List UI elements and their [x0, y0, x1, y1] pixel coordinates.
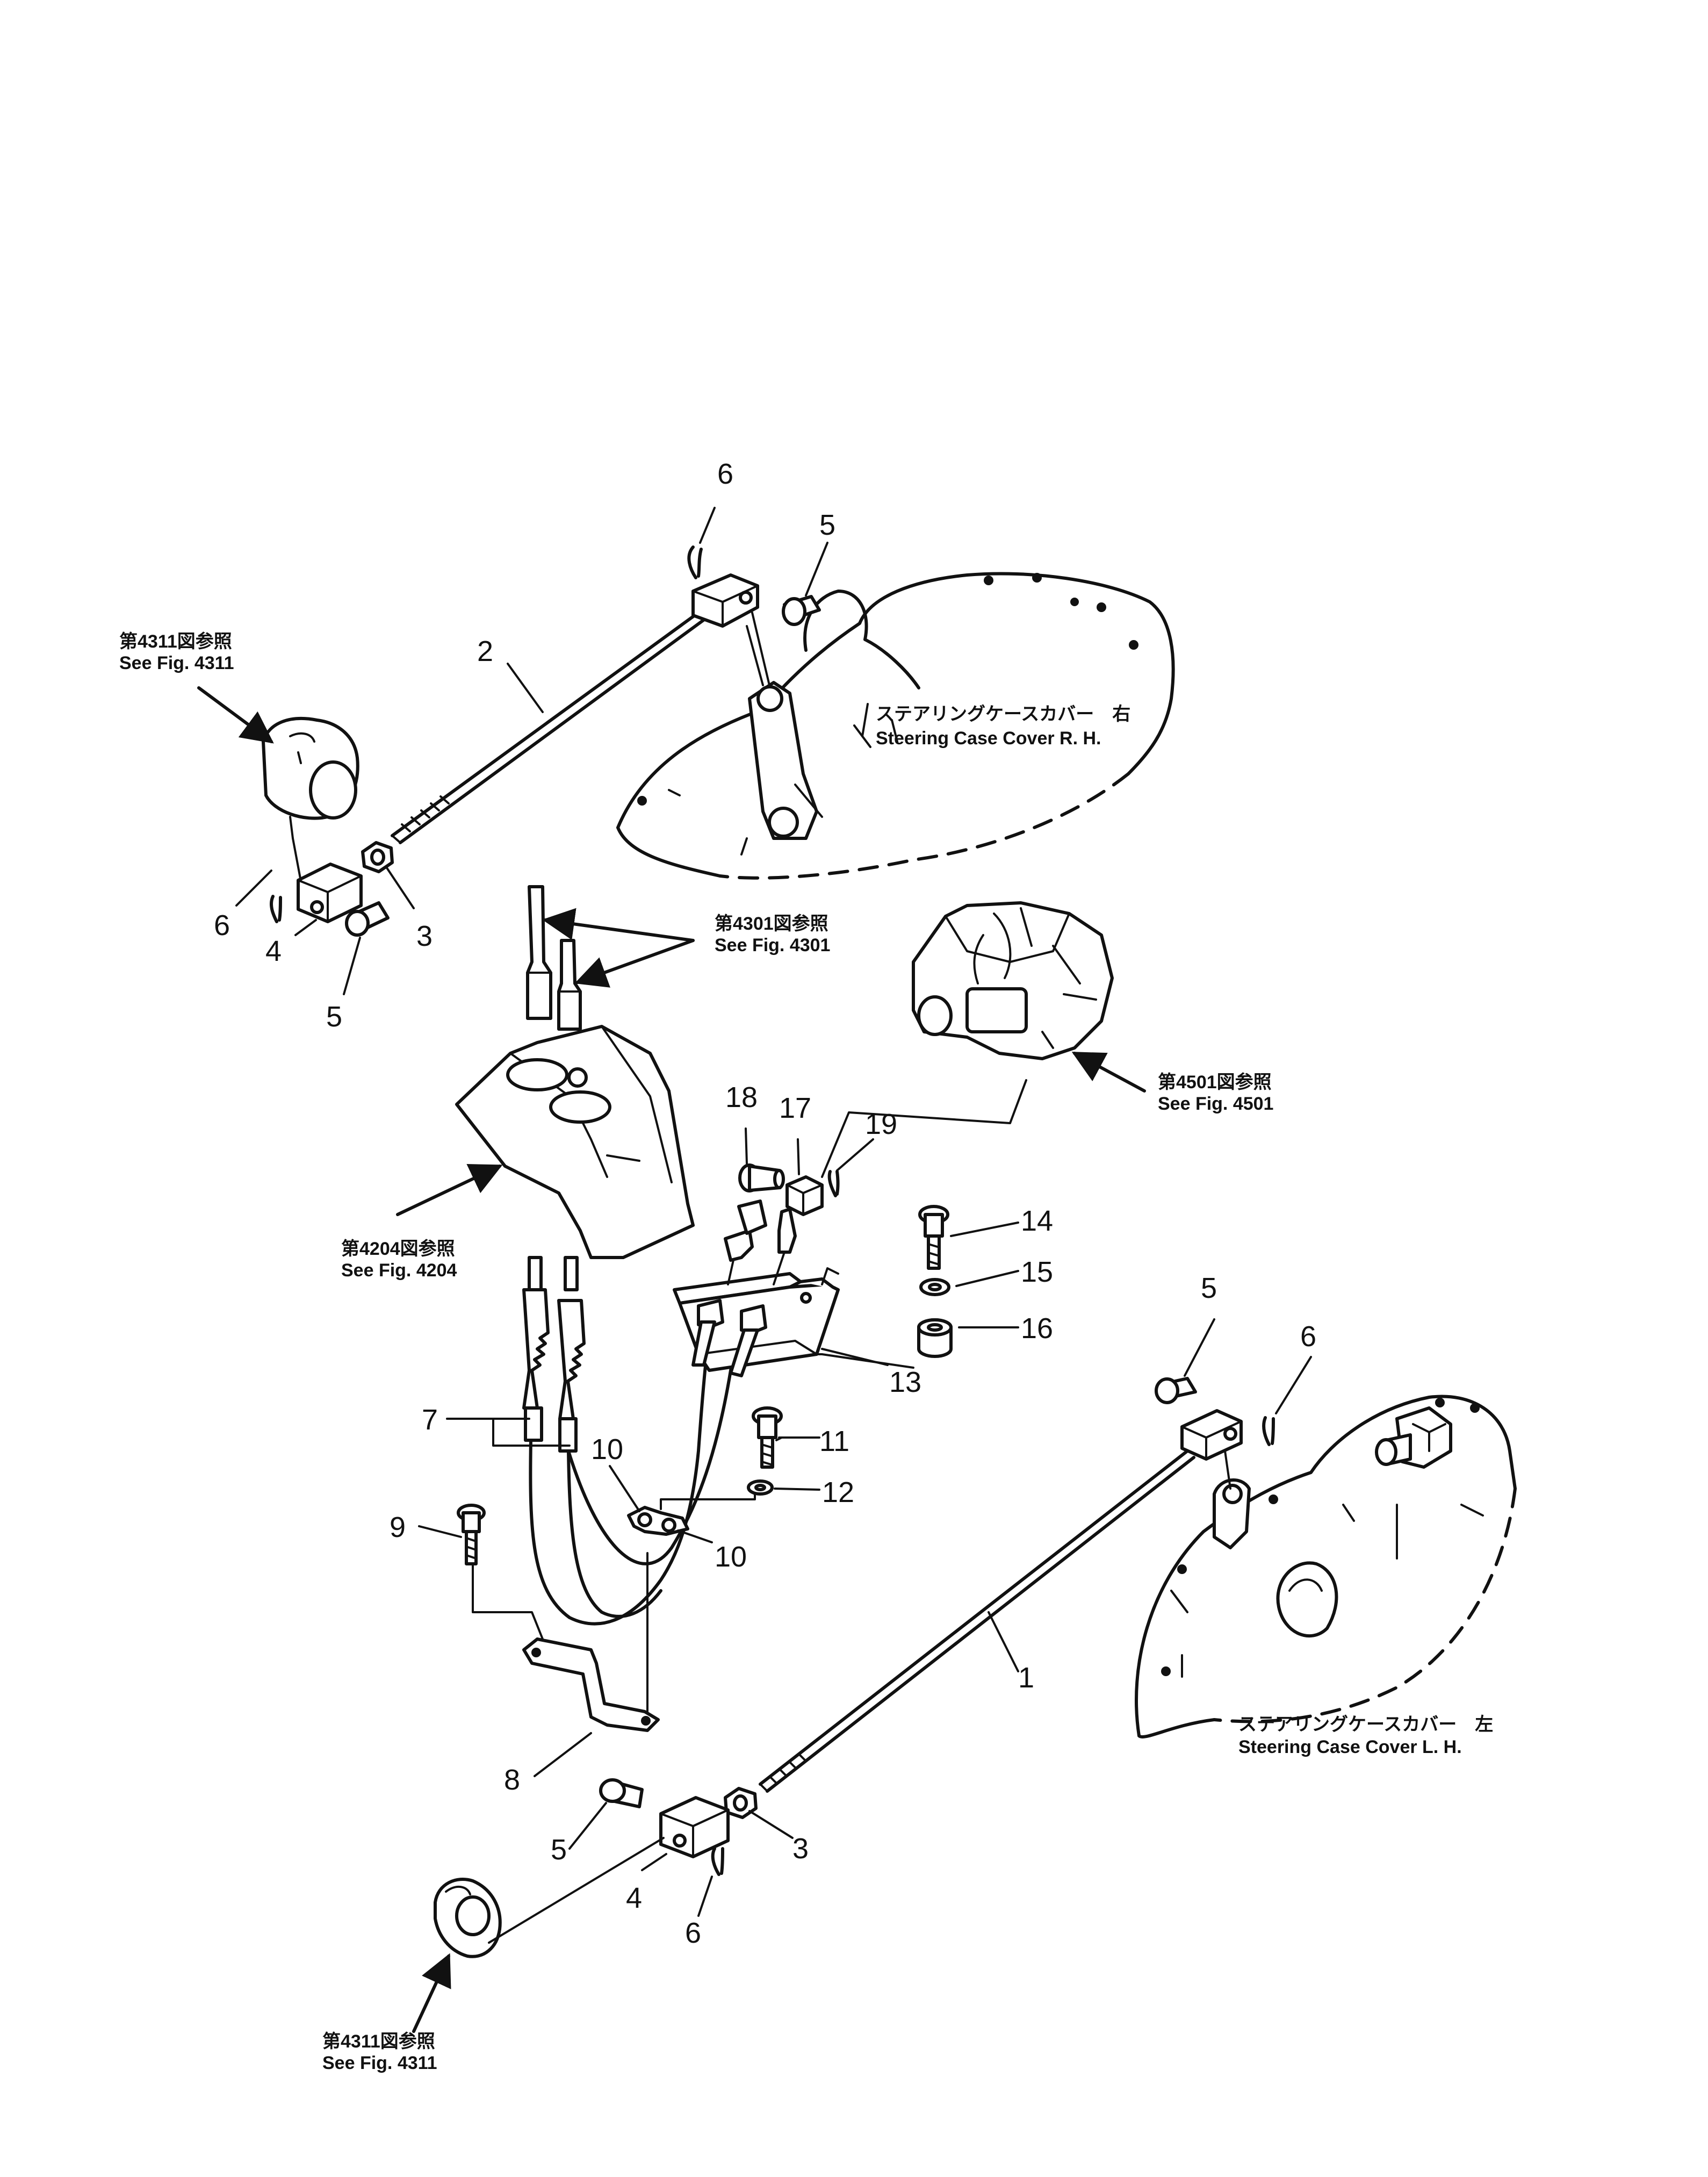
steering-case-cover-rh: ステアリングケースカバー 右 Steering Case Cover R. H.	[616, 572, 1175, 880]
ref-fig-4311-top-jp: 第4311図参照	[119, 631, 232, 652]
pin-5-bottom	[599, 1778, 644, 1808]
nut-3-bottom	[724, 1787, 758, 1819]
part-number-1: 1	[1018, 1662, 1034, 1694]
rod-2	[391, 573, 759, 844]
ref-fig-4501-jp: 第4501図参照	[1158, 1072, 1272, 1093]
part-number-15: 15	[1021, 1256, 1053, 1288]
cover-rh-label-en: Steering Case Cover R. H.	[876, 728, 1101, 749]
part-number-6: 6	[717, 458, 733, 490]
part-number-5: 5	[819, 509, 835, 541]
cover-lh-label-jp: ステアリングケースカバー 左	[1238, 1714, 1493, 1735]
cotter-pin-6-top	[687, 545, 703, 579]
cotter-pin-6-bottom	[711, 1847, 724, 1876]
control-plate-fig-4204	[455, 1025, 695, 1259]
part-number-6: 6	[1300, 1320, 1316, 1353]
part-number-4: 4	[265, 935, 282, 967]
cover-rh-label-jp: ステアリングケースカバー 右	[876, 704, 1130, 724]
pin-5-top	[782, 595, 821, 626]
bolt-14	[918, 1205, 949, 1270]
leader-lines	[235, 507, 1312, 1917]
cotter-pin-19	[827, 1170, 840, 1197]
part-number-9: 9	[390, 1511, 406, 1543]
ref-fig-4311-top-en: See Fig. 4311	[119, 653, 234, 673]
lever-fig-4311-top	[262, 717, 359, 839]
part-number-10: 10	[715, 1541, 747, 1573]
part-number-18: 18	[725, 1081, 758, 1113]
bolt-9	[457, 1504, 486, 1565]
part-number-16: 16	[1021, 1312, 1053, 1345]
cover-lh-label-en: Steering Case Cover L. H.	[1238, 1737, 1462, 1757]
part-number-14: 14	[1021, 1205, 1053, 1237]
ref-fig-4311-bottom-jp: 第4311図参照	[322, 2031, 435, 2052]
part-number-11: 11	[819, 1425, 849, 1457]
spacer-16	[917, 1318, 953, 1358]
part-number-8: 8	[504, 1764, 520, 1796]
bracket-13	[673, 1208, 840, 1377]
ref-fig-4311-bottom-en: See Fig. 4311	[322, 2053, 437, 2073]
part-number-7: 7	[422, 1404, 438, 1436]
cable-clamp-10	[627, 1506, 689, 1536]
ref-fig-4501-en: See Fig. 4501	[1158, 1094, 1273, 1114]
lever-rods-fig-4301	[526, 885, 582, 1031]
part-number-17: 17	[779, 1092, 811, 1124]
bolt-11	[752, 1406, 783, 1469]
steering-case-cover-lh: ステアリングケースカバー 左 Steering Case Cover L. H.	[1135, 1395, 1517, 1757]
rod-1	[759, 1409, 1243, 1793]
ref-fig-4204-en: See Fig. 4204	[341, 1260, 457, 1281]
pin-18	[738, 1163, 785, 1192]
part-number-5: 5	[1201, 1272, 1217, 1304]
ref-fig-4301-en: See Fig. 4301	[715, 935, 830, 955]
washer-12	[747, 1479, 774, 1496]
clevis-17	[785, 1175, 824, 1216]
part-number-labels: 6 5 2 3 6 4 5 18 17 19 14 15 16 13 5 6 1…	[214, 458, 1316, 1949]
part-number-19: 19	[865, 1108, 897, 1140]
ref-fig-4301-jp: 第4301図参照	[715, 914, 828, 934]
control-cables-7	[522, 1256, 746, 1626]
pin-5-right	[1155, 1377, 1197, 1404]
nut-3-top	[361, 841, 394, 873]
part-number-5: 5	[551, 1834, 567, 1866]
block-4-top	[297, 863, 363, 923]
part-number-12: 12	[822, 1476, 854, 1508]
block-4-bottom	[659, 1796, 730, 1858]
cotter-pin-6-right	[1262, 1416, 1275, 1446]
part-number-6: 6	[214, 909, 230, 942]
part-number-3: 3	[792, 1833, 809, 1865]
part-number-3: 3	[416, 920, 433, 952]
pin-5-left	[345, 901, 390, 937]
part-number-4: 4	[626, 1882, 642, 1914]
part-number-2: 2	[477, 635, 493, 667]
bracket-8	[522, 1637, 660, 1732]
part-number-6: 6	[685, 1917, 701, 1949]
reference-labels: 第4311図参照 See Fig. 4311 第4301図参照 See Fig.…	[119, 631, 1273, 2073]
cotter-pin-6-left	[270, 895, 282, 923]
part-number-5: 5	[326, 1001, 342, 1033]
ref-fig-4204-jp: 第4204図参照	[341, 1239, 455, 1259]
part-number-10: 10	[591, 1433, 623, 1465]
valve-fig-4501	[912, 901, 1114, 1060]
lever-fig-4311-bottom	[434, 1877, 502, 1958]
part-number-13: 13	[889, 1366, 921, 1398]
washer-15	[919, 1278, 950, 1296]
